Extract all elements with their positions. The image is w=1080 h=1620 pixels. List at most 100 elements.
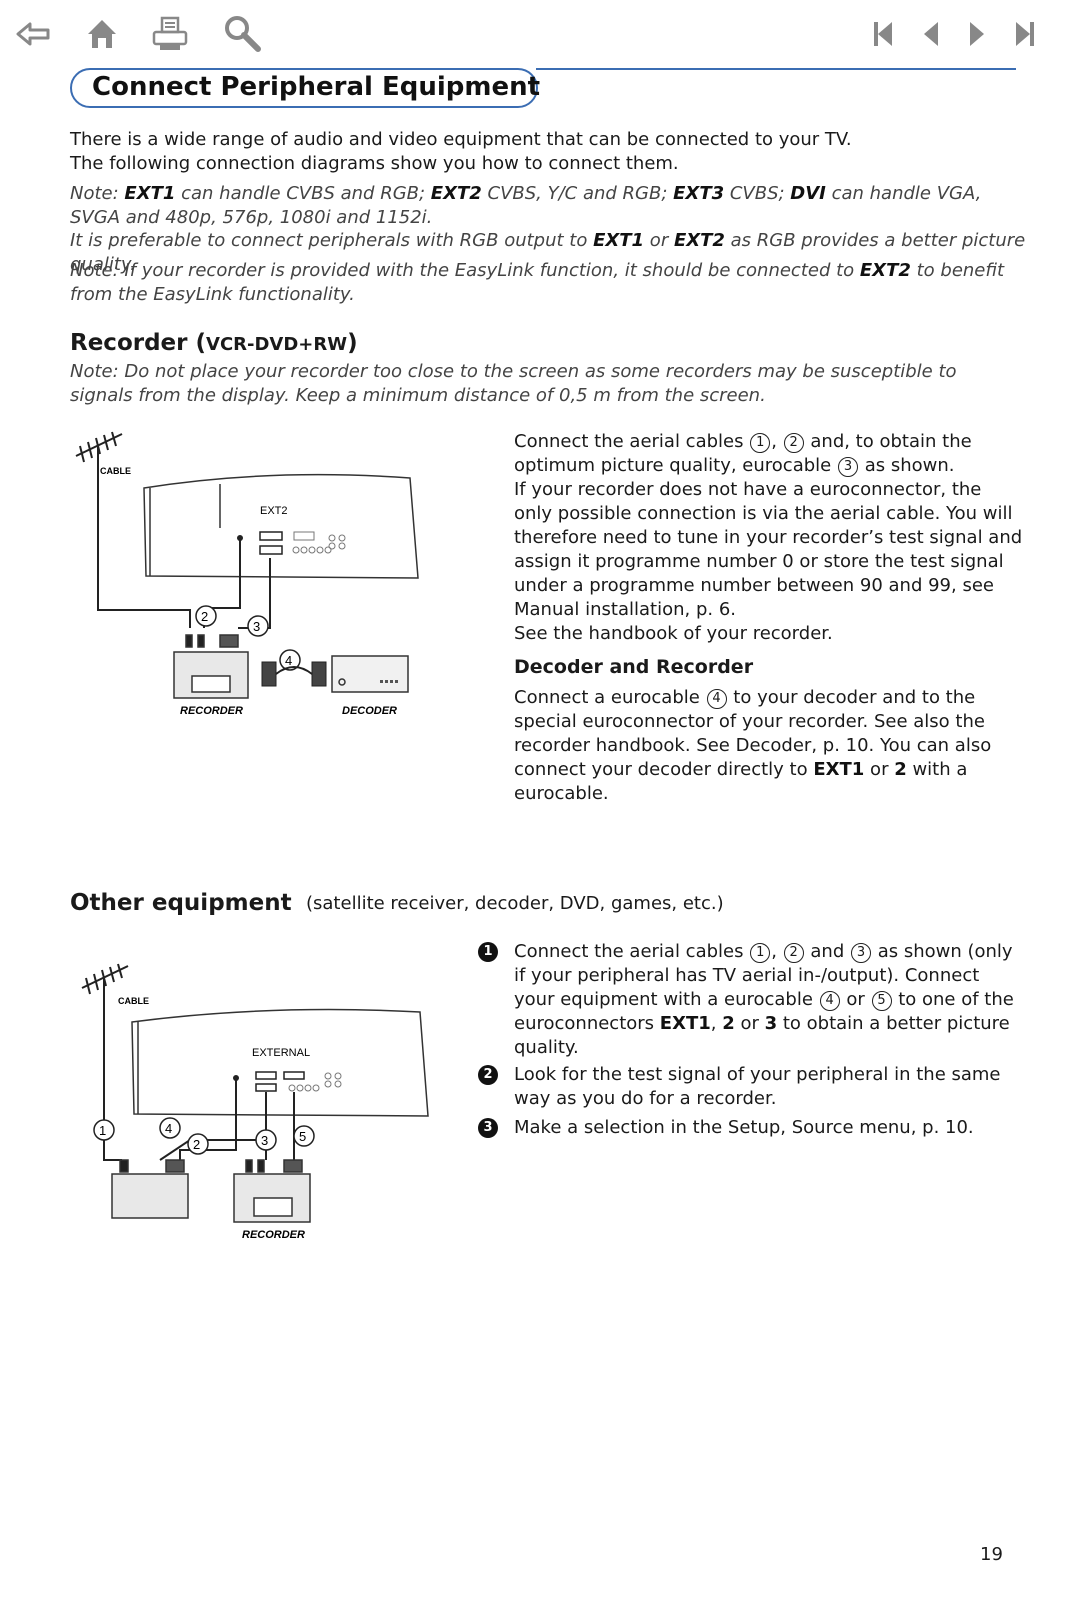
decoder-text: or xyxy=(864,759,895,780)
callout-4: 4 xyxy=(819,991,840,1011)
tv-back xyxy=(131,1008,429,1117)
print-icon[interactable] xyxy=(150,14,190,54)
heading-text: ) xyxy=(347,330,358,356)
note-easylink: Note: If your recorder is provided with … xyxy=(70,259,1020,307)
previous-page-icon[interactable] xyxy=(912,14,952,54)
ext1-label: EXT1 xyxy=(124,183,176,204)
note-rgb: It is preferable to connect peripherals … xyxy=(70,229,1050,277)
intro-line-2: The following connection diagrams show y… xyxy=(70,153,679,174)
decoder-text: to your decoder and to the special euroc… xyxy=(514,687,992,780)
back-arrow-icon[interactable] xyxy=(14,14,54,54)
ext-2-label: 2 xyxy=(722,1013,735,1034)
scart-socket xyxy=(283,1071,305,1080)
title-rule xyxy=(536,68,1016,70)
recorder-paragraph-2: If your recorder does not have a eurocon… xyxy=(514,479,1023,620)
recorder-box xyxy=(233,1159,311,1223)
scart-socket xyxy=(255,1083,277,1092)
recorder-paragraph-3: See the handbook of your recorder. xyxy=(514,623,833,644)
callout-1: 1 xyxy=(750,943,771,963)
step-1: Connect the aerial cables 1, 2 and 3 as … xyxy=(514,941,1014,1058)
recorder-connection-diagram: CABLE EXT2 2 3 4 RECORDER DECODER xyxy=(75,431,419,717)
ext2-label: EXT2 xyxy=(859,260,911,281)
recorder-label: RECORDER xyxy=(180,705,243,717)
ext2-label: EXT2 xyxy=(260,505,288,517)
step-3: Make a selection in the Setup, Source me… xyxy=(514,1117,974,1138)
page-number: 19 xyxy=(980,1544,1003,1565)
step-text: , xyxy=(710,1013,723,1034)
callout-2: 2 xyxy=(783,943,804,963)
decoder-text: Connect a eurocable xyxy=(514,687,706,708)
cable-label: CABLE xyxy=(100,466,131,476)
search-icon[interactable] xyxy=(222,14,262,54)
antenna-icon xyxy=(81,963,129,1008)
callout-2: 2 xyxy=(193,1137,200,1152)
note-text: Note: xyxy=(70,183,125,204)
step-2-marker: 2 xyxy=(478,1065,498,1085)
callout-5: 5 xyxy=(871,991,892,1011)
step-text: or xyxy=(840,989,871,1010)
ext2-label: EXT2 xyxy=(430,183,482,204)
home-icon[interactable] xyxy=(82,14,122,54)
callout-4: 4 xyxy=(165,1121,172,1136)
callout-4: 4 xyxy=(285,653,292,668)
step-text: to obtain a better picture quality. xyxy=(514,1013,1010,1058)
decoder-instructions: Connect a eurocable 4 to your decoder an… xyxy=(514,686,1024,806)
decoder-text: with a eurocable. xyxy=(514,759,968,804)
ext1-label: EXT1 xyxy=(659,1013,711,1034)
callout-4: 4 xyxy=(706,689,727,709)
recorder-text: and, to obtain the optimum picture quali… xyxy=(514,431,972,476)
step-3-marker: 3 xyxy=(478,1118,498,1138)
note-text: or xyxy=(644,230,674,251)
callout-3: 3 xyxy=(261,1133,268,1148)
recorder-text: as shown. xyxy=(858,455,955,476)
peripheral-box xyxy=(111,1159,189,1219)
note-text: can handle CVBS and RGB; xyxy=(175,183,431,204)
recorder-label: RECORDER xyxy=(242,1229,305,1241)
step-2: Look for the test signal of your periphe… xyxy=(514,1064,1001,1109)
note-inputs: Note: EXT1 can handle CVBS and RGB; EXT2… xyxy=(70,182,1020,230)
callout-3: 3 xyxy=(850,943,871,963)
recorder-paragraph: Connect the aerial cables 1, 2 and, to o… xyxy=(514,431,972,477)
scart-plug xyxy=(311,661,327,687)
note-text: It is preferable to connect peripherals … xyxy=(70,230,594,251)
title-frame xyxy=(70,68,538,108)
step-text: and xyxy=(804,941,850,962)
other-equipment-connection-diagram: CABLE EXTERNAL 1 4 2 3 5 RECORDER xyxy=(81,963,429,1241)
ext1-label: EXT1 xyxy=(593,230,645,251)
note-text: Note: If your recorder is provided with … xyxy=(70,260,860,281)
page-title: Connect Peripheral Equipment xyxy=(92,72,541,102)
note-text: CVBS; xyxy=(724,183,791,204)
tv-back xyxy=(143,473,419,579)
callout-3: 3 xyxy=(837,457,858,477)
note-text: CVBS, Y/C and RGB; xyxy=(481,183,674,204)
next-page-icon[interactable] xyxy=(956,14,996,54)
ext2-label: EXT2 xyxy=(673,230,725,251)
decoder-label: DECODER xyxy=(342,705,397,717)
other-equipment-heading: Other equipment xyxy=(70,890,292,916)
step-text: as shown (only if your peripheral has TV… xyxy=(514,941,1013,1010)
ext1-label: EXT1 xyxy=(813,759,865,780)
antenna-icon xyxy=(75,431,123,488)
callout-2: 2 xyxy=(201,609,208,624)
step-1-marker: 1 xyxy=(478,942,498,962)
cable-label: CABLE xyxy=(118,996,149,1006)
recorder-instructions: Connect the aerial cables 1, 2 and, to o… xyxy=(514,430,1024,646)
external-label: EXTERNAL xyxy=(252,1047,310,1059)
intro: There is a wide range of audio and video… xyxy=(70,128,1030,176)
callout-1: 1 xyxy=(99,1123,106,1138)
last-page-icon[interactable] xyxy=(1004,14,1044,54)
ext3-label: EXT3 xyxy=(673,183,725,204)
decoder-heading: Decoder and Recorder xyxy=(514,656,754,678)
heading-smallcaps: VCR-DVD+RW xyxy=(206,334,348,355)
dvi-label: DVI xyxy=(790,183,826,204)
decoder-box xyxy=(331,655,409,693)
first-page-icon[interactable] xyxy=(864,14,904,54)
callout-3: 3 xyxy=(253,619,260,634)
ext-3-label: 3 xyxy=(764,1013,778,1034)
note-text: as RGB provides a better picture quality… xyxy=(70,230,1026,275)
scart-socket xyxy=(255,1071,277,1080)
recorder-box xyxy=(173,634,249,699)
other-equipment-subheading: (satellite receiver, decoder, DVD, games… xyxy=(306,893,724,914)
ext-2-label: 2 xyxy=(894,759,907,780)
step-text: or xyxy=(734,1013,765,1034)
